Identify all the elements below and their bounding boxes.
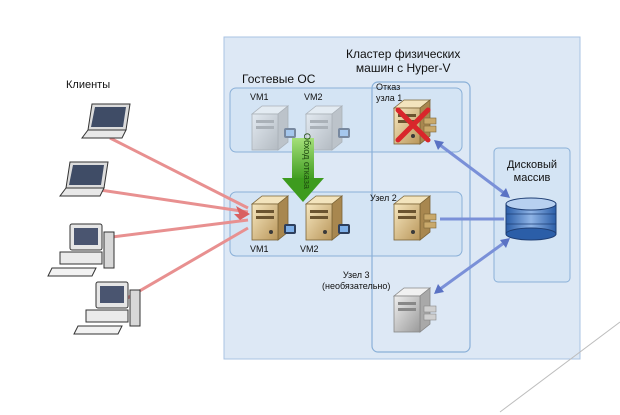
client-laptop-1 [81,103,131,139]
node1-label: Отказ узла 1 [376,82,402,104]
client-desktop-1 [47,223,115,277]
storage-arrow-node3 [435,238,509,294]
client-arrow-4 [123,226,249,302]
cluster-title-line-2: машин с Hyper-V [355,61,451,75]
nodes-column-panel [371,81,471,353]
failover-label: Обход отказа [302,133,312,189]
client-arrows [99,136,249,302]
client-arrow-2 [99,188,249,214]
node2-server [393,195,437,241]
storage-arrows [435,140,509,294]
vm2-top-label: VM2 [304,92,323,102]
client-laptop-2 [59,161,109,197]
cluster-title: Кластер физических машин с Hyper-V [346,47,460,75]
node1-label-line-2: узла 1 [376,93,403,103]
node2-label: Узел 2 [370,193,397,203]
node3-label-line-1: Узел 3 [342,270,370,280]
page-fold-line [499,321,620,413]
fail-x-icon [395,107,431,143]
node1-label-line-1: Отказ [376,82,401,92]
client-arrow-1 [109,136,249,210]
guest-os-label: Гостевые ОС [242,72,316,86]
clients-label: Клиенты [66,79,111,91]
vm2-bottom-label: VM2 [300,244,319,254]
node3-label: Узел 3 (необязательно) [322,270,390,292]
cluster-title-line-1: Кластер физических [346,47,461,61]
disk-array-icon [505,197,557,241]
node1-server [393,99,437,145]
client-arrow-3 [103,218,249,240]
node3-label-line-2: (необязательно) [322,281,391,291]
storage-arrow-node1 [435,140,509,198]
storage-label-line-2: массив [513,172,551,184]
client-desktop-2 [73,281,141,335]
storage-label: Дисковый массив [500,159,564,185]
vm1-bottom-label: VM1 [250,244,269,254]
storage-label-line-1: Дисковый [506,159,558,171]
failover-arrow [282,138,324,202]
node3-server [393,287,437,333]
vm1-top-label: VM1 [250,92,269,102]
